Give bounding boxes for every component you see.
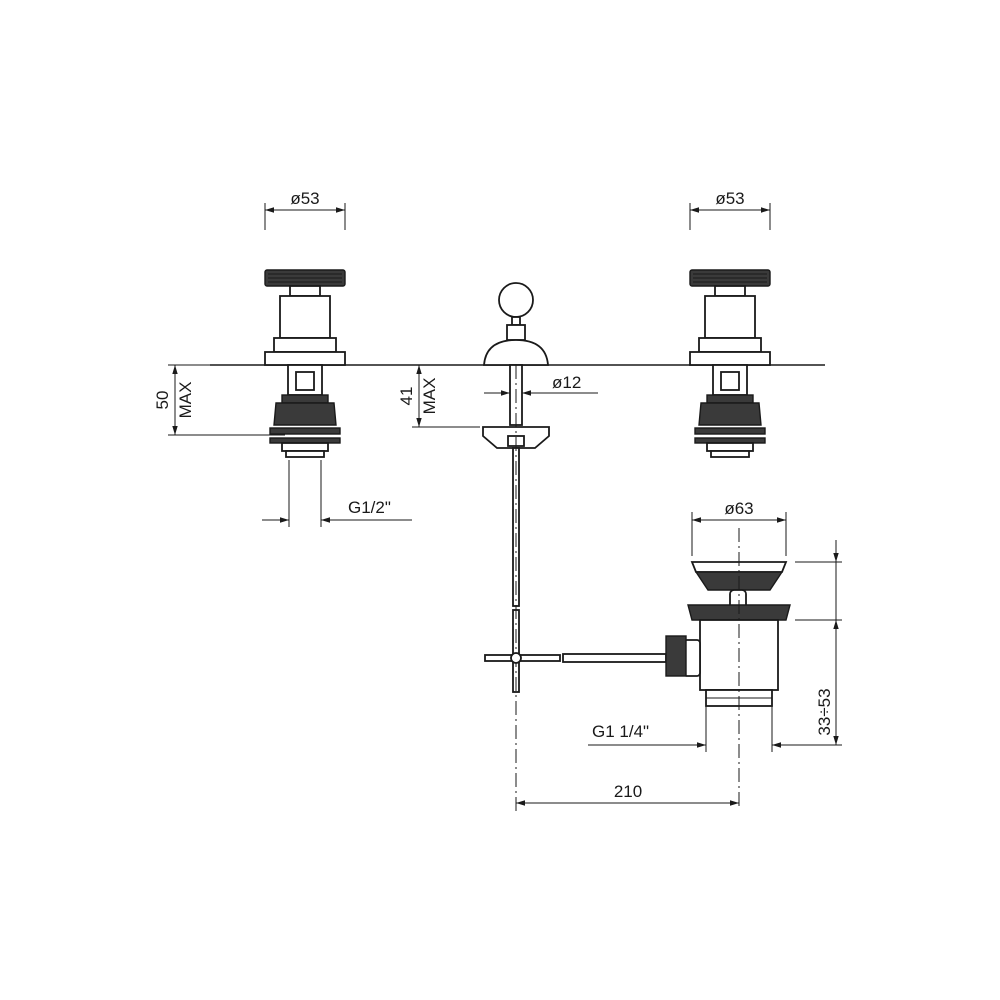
pop-up-waste [665, 561, 791, 707]
spout-to-waste-label: 210 [614, 782, 642, 801]
waste-range-label: 33÷53 [815, 688, 834, 735]
spout-under-deck-value-label: 41 [397, 387, 416, 406]
lift-rod-linkage [484, 652, 667, 664]
waste-thread-label: G1 1/4" [592, 722, 649, 741]
dimensions: ø53 ø53 50 MAX 41 MAX ø12 G1/2" ø63 [153, 189, 842, 806]
left-valve [264, 269, 346, 458]
left-handle-diameter-label: ø53 [290, 189, 319, 208]
lift-rod-diameter-label: ø12 [552, 373, 581, 392]
left-under-deck-unit-label: MAX [176, 382, 195, 419]
valve-thread-label: G1/2" [348, 498, 391, 517]
spout-under-deck-unit-label: MAX [420, 378, 439, 415]
right-valve [689, 269, 771, 458]
waste-diameter-label: ø63 [724, 499, 753, 518]
left-under-deck-value-label: 50 [153, 391, 172, 410]
right-handle-diameter-label: ø53 [715, 189, 744, 208]
